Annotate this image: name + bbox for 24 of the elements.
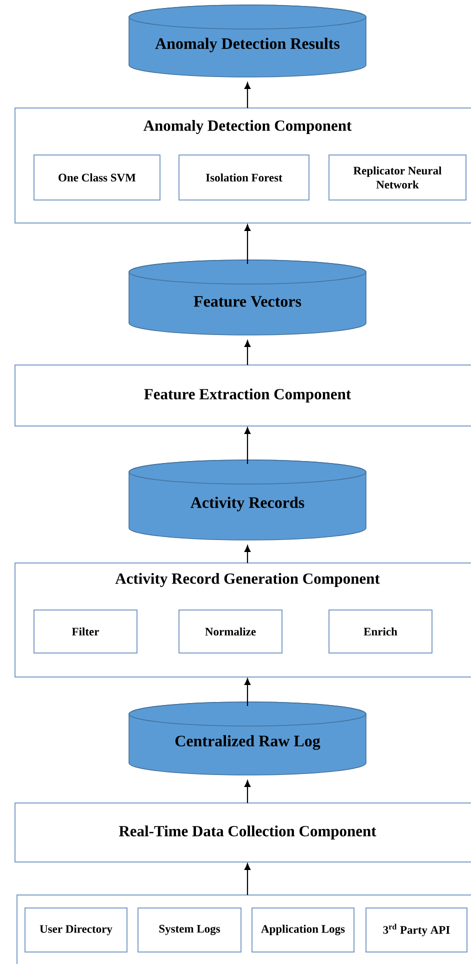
component-box: Real-Time Data Collection Component [14,802,471,862]
module-box: One Class SVM [34,154,160,200]
module-box: System Logs [138,907,242,952]
arrow [244,545,250,563]
component-box: Feature Extraction Component [14,364,471,426]
database-cylinder: Activity Records [128,460,366,540]
module-box: 3$^{rd}$ Party API [366,907,468,952]
database-cylinder: Centralized Raw Log [128,702,366,776]
arrow [244,678,250,706]
arrow [244,780,250,803]
module-box: Application Logs [252,907,354,952]
arrow [244,427,250,464]
arrow [244,863,250,895]
database-cylinder: Anomaly Detection Results [128,4,366,78]
arrow [244,224,250,264]
module-box: Filter [34,610,138,654]
arrow [244,340,250,365]
arrow [244,82,250,108]
module-box: User Directory [24,907,128,952]
module-box: Enrich [328,610,432,654]
database-cylinder: Feature Vectors [128,260,366,336]
module-box: Replicator Neural Network [328,154,466,200]
module-box: Isolation Forest [178,154,310,200]
module-box: Normalize [178,610,282,654]
